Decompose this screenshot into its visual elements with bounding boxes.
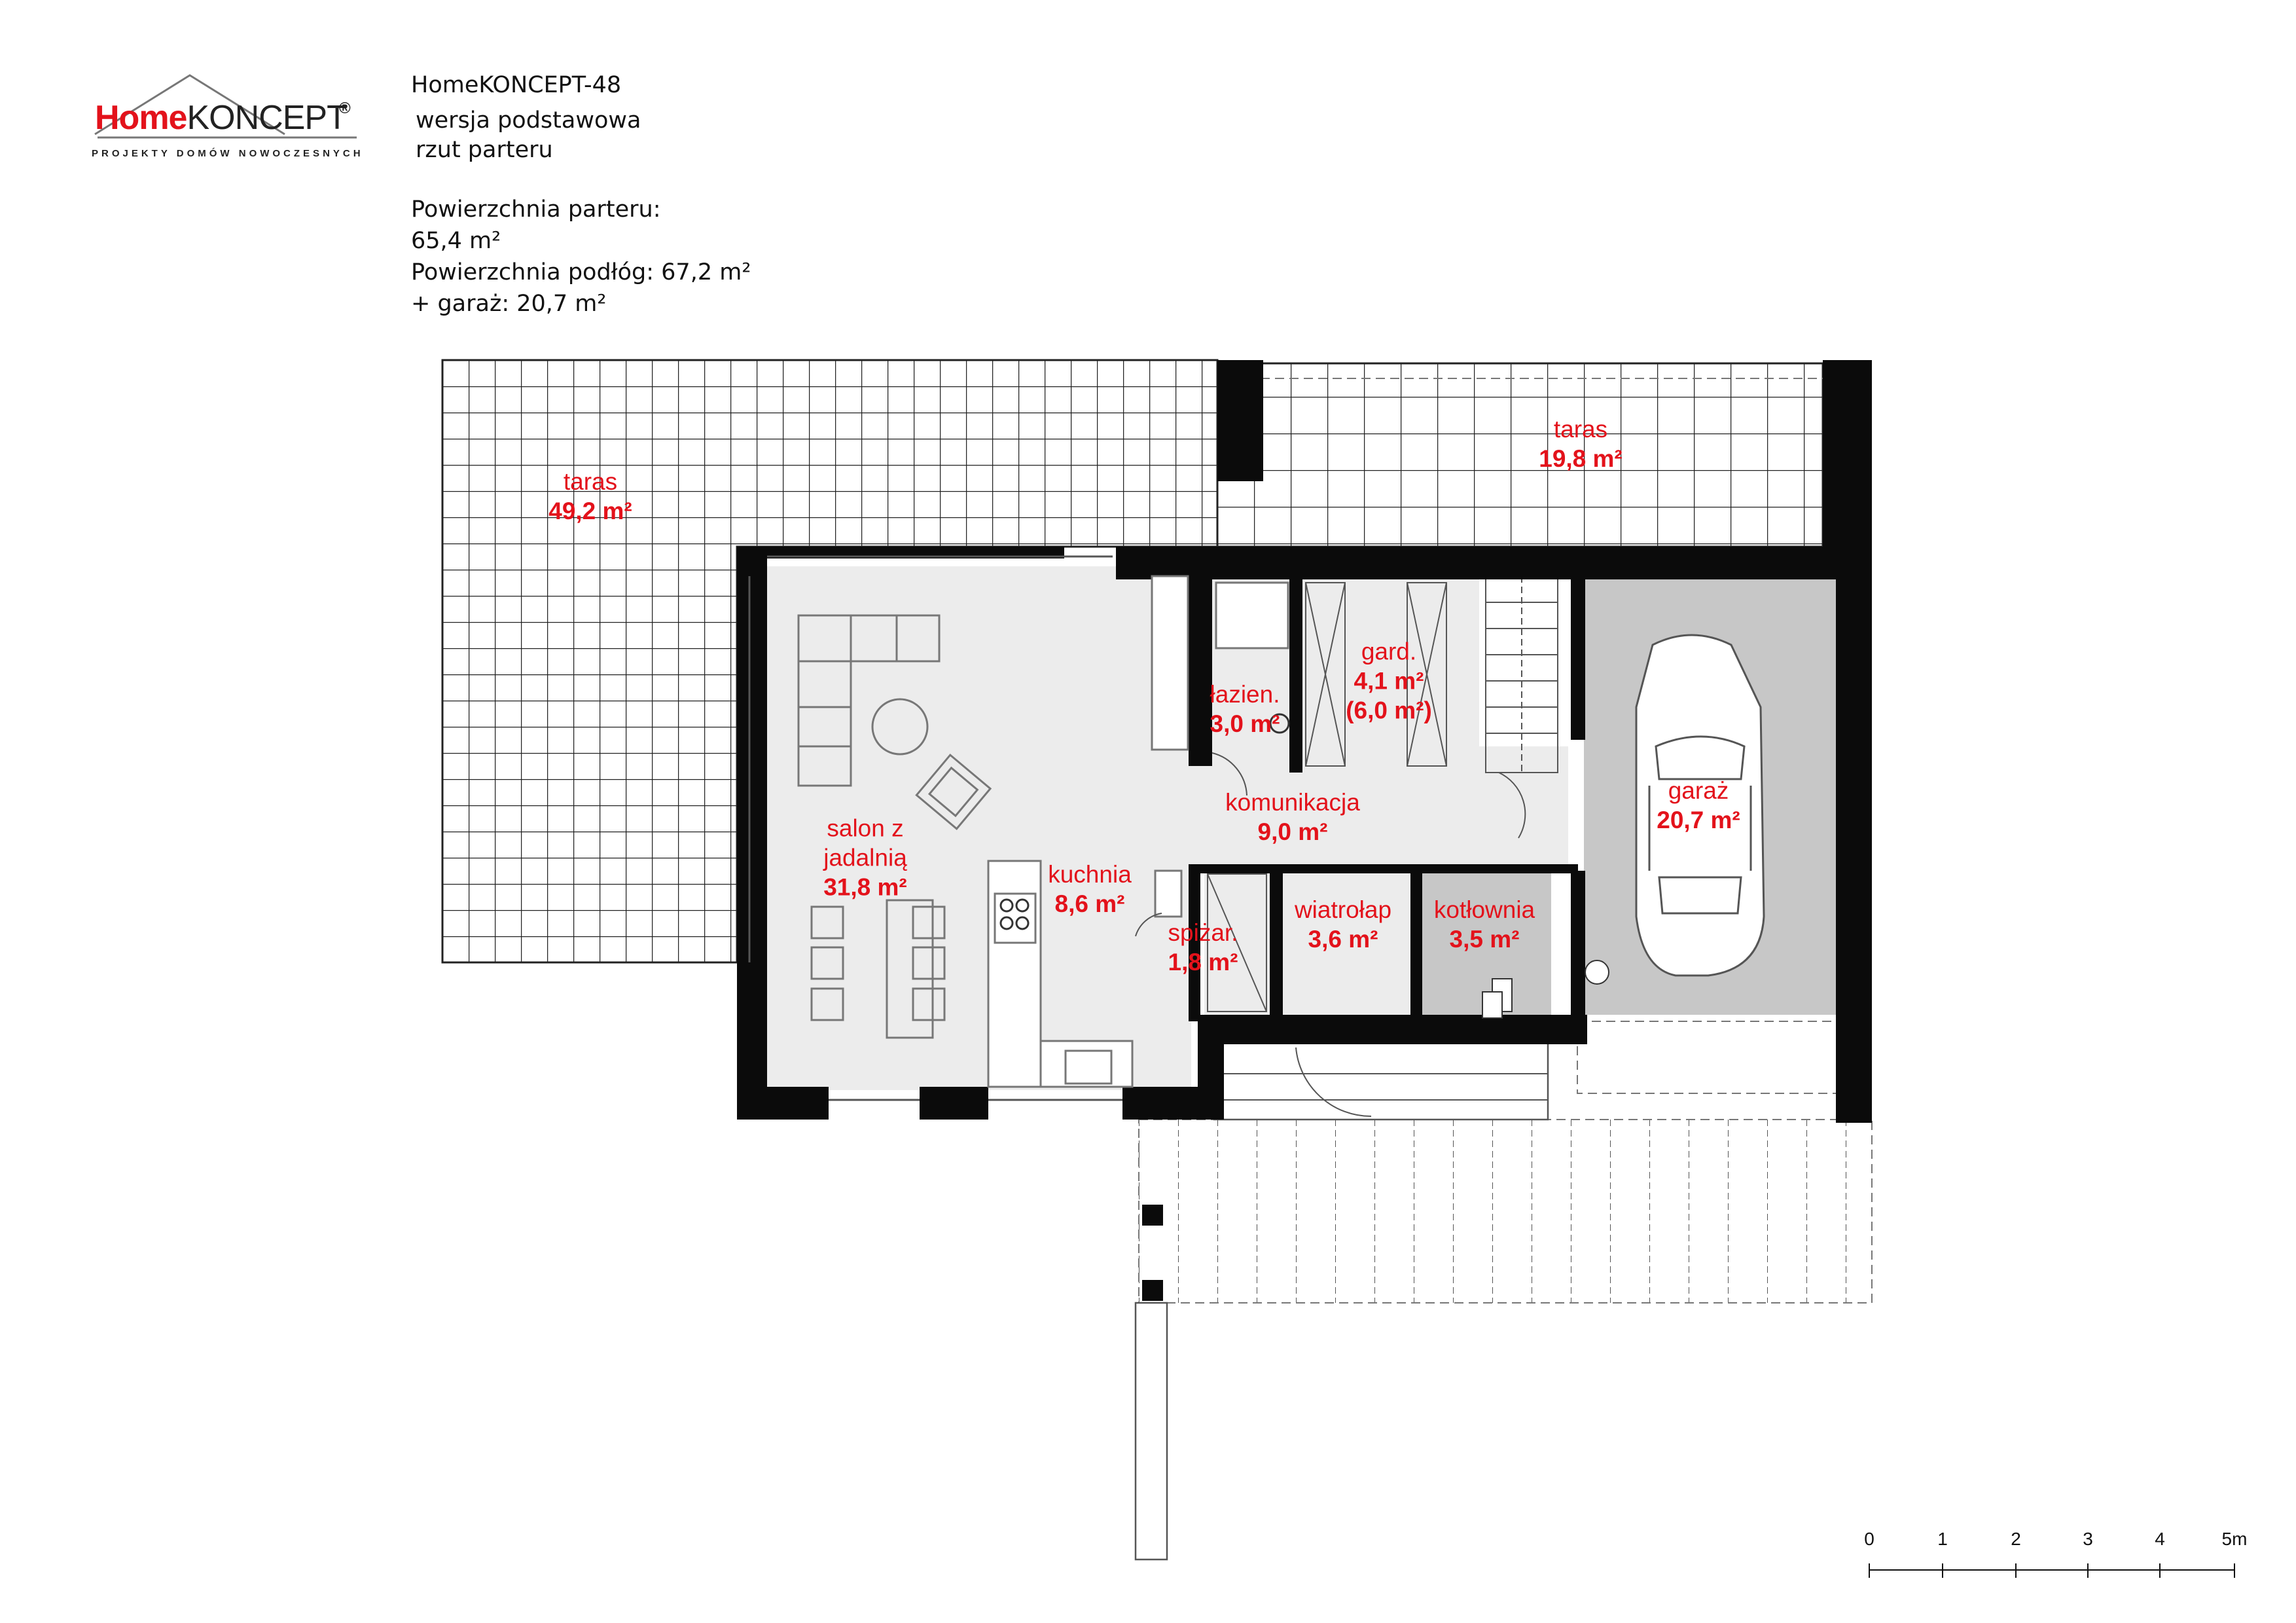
room-label-spizarnia: spiżar. 1,8 m² [1168, 918, 1238, 977]
room-name: komunikacja [1225, 789, 1360, 816]
room-area: 3,0 m² [1210, 710, 1280, 737]
room-name: wiatrołap [1294, 896, 1392, 923]
area-floors-total: Powierzchnia podłóg: 67,2 m² [411, 259, 751, 285]
room-name: łazien. [1210, 681, 1280, 708]
fridge [1151, 575, 1189, 751]
room-label-kotlownia: kotłownia 3,5 m² [1434, 895, 1535, 954]
coffee-table [871, 698, 929, 756]
shower [1215, 581, 1289, 649]
garage-driveway [1577, 1021, 1840, 1094]
scale-tick-label: 1 [1937, 1529, 1948, 1549]
room-area: 19,8 m² [1539, 445, 1623, 472]
room-name: gard. [1361, 638, 1417, 665]
room-area: 3,6 m² [1308, 926, 1378, 953]
project-title: HomeKONCEPT-48 [411, 72, 622, 98]
walls [737, 360, 1872, 1123]
room-area: 20,7 m² [1657, 807, 1740, 833]
room-area: 9,0 m² [1257, 818, 1328, 845]
room-label-garderoba: gard. 4,1 m² (6,0 m²) [1346, 637, 1432, 725]
room-area: 31,8 m² [823, 873, 907, 901]
room-label-lazienka: łazien. 3,0 m² [1210, 680, 1280, 739]
toilet [1269, 713, 1290, 734]
kitchen-counter [987, 860, 1134, 1088]
armchair [915, 754, 992, 830]
room-label-wiatrolap: wiatrołap 3,6 m² [1295, 895, 1391, 954]
scale-tick-label: 2 [2011, 1529, 2021, 1549]
cooktop-icon [999, 898, 1030, 930]
oven [1154, 869, 1183, 918]
brand-name: HomeKONCEPT [95, 98, 348, 137]
room-label-salon: salon z jadalnią 31,8 m² [823, 814, 907, 902]
room-label-kuchnia: kuchnia 8,6 m² [1048, 860, 1132, 919]
room-area: 3,5 m² [1449, 926, 1520, 953]
water-tank [1585, 960, 1609, 985]
wardrobe-shelves [1305, 582, 1447, 767]
brand-tagline: PROJEKTY DOMÓW NOWOCZESNYCH [92, 148, 364, 159]
staircase [1485, 575, 1558, 773]
room-area: 1,8 m² [1168, 949, 1238, 976]
sofa [797, 614, 941, 787]
brand-name-left: Home [95, 99, 187, 137]
stove [1482, 991, 1503, 1019]
entrance-steps [1213, 1040, 1549, 1121]
brand-registered-mark: ® [339, 100, 351, 117]
room-area: 49,2 m² [548, 498, 632, 524]
room-area: 8,6 m² [1054, 890, 1125, 917]
vestibule-floor [1283, 867, 1414, 1015]
scale-tick-label: 0 [1864, 1529, 1874, 1549]
area-garage: + garaż: 20,7 m² [411, 291, 607, 317]
boiler-floor [1420, 871, 1551, 1015]
room-name: kuchnia [1048, 861, 1132, 888]
room-name: kotłownia [1433, 896, 1535, 923]
room-label-garaz: garaż 20,7 m² [1657, 776, 1740, 835]
front-terrace [1138, 1119, 1873, 1304]
room-name: salon z [827, 814, 904, 842]
terrace-right [1216, 362, 1824, 548]
wardrobe-floor [1302, 579, 1479, 769]
room-label-taras-right: taras 19,8 m² [1539, 414, 1623, 473]
front-column [1142, 1205, 1163, 1226]
area-ground-floor-value: 65,4 m² [411, 228, 501, 254]
project-variant: wersja podstawowa [416, 107, 641, 134]
room-name-line2: jadalnią [823, 844, 907, 871]
scale-tick-label: 3 [2083, 1529, 2093, 1549]
front-column [1142, 1280, 1163, 1301]
room-area-extra: (6,0 m²) [1346, 697, 1432, 724]
room-name: taras [1553, 416, 1608, 443]
room-name: spiżar. [1168, 919, 1238, 946]
room-label-komunikacja: komunikacja 9,0 m² [1225, 788, 1360, 847]
doors [1135, 752, 1526, 1118]
scale-tick-label: 4 [2155, 1529, 2165, 1549]
scale-bar: 0 1 2 3 4 5m [1864, 1529, 2247, 1578]
area-ground-floor-label: Powierzchnia parteru: [411, 196, 661, 223]
plan-view-name: rzut parteru [416, 137, 553, 163]
front-walkway [1134, 1302, 1168, 1561]
room-name: taras [563, 468, 618, 495]
dining-table [810, 899, 946, 1039]
room-label-taras-left: taras 49,2 m² [548, 467, 632, 526]
car-icon [1635, 634, 1765, 977]
brand-name-right: KONCEPT [187, 99, 347, 137]
pantry-shelves [1207, 873, 1267, 1012]
room-area: 4,1 m² [1354, 667, 1424, 695]
room-name: garaż [1668, 777, 1729, 804]
logo-roof-icon [94, 74, 357, 139]
scale-tick-label: 5m [2222, 1529, 2248, 1549]
